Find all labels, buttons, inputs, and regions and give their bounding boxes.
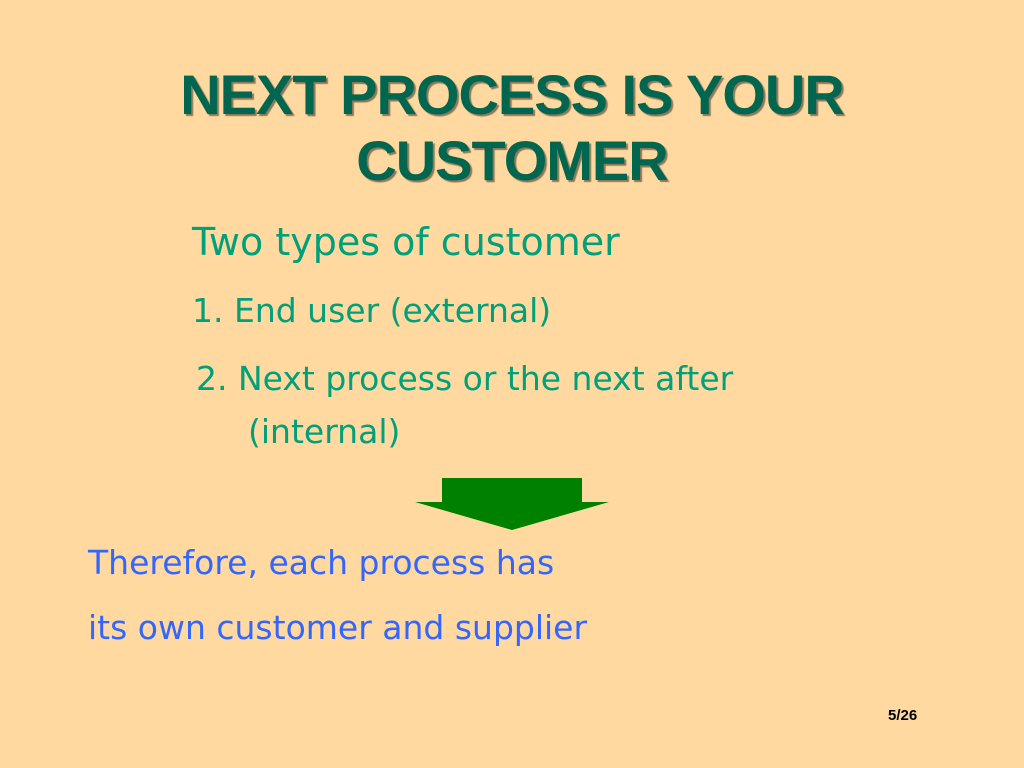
- list-item-next-process-continuation: (internal): [248, 412, 401, 451]
- list-item-next-process: 2. Next process or the next after: [196, 359, 734, 398]
- conclusion-line-2: its own customer and supplier: [88, 608, 588, 647]
- title-line-1: NEXT PROCESS IS YOUR: [180, 63, 845, 126]
- list-item-end-user: 1. End user (external): [192, 291, 552, 330]
- subtitle: Two types of customer: [192, 220, 620, 264]
- conclusion-line-1: Therefore, each process has: [88, 543, 555, 582]
- down-arrow-icon: [415, 478, 609, 530]
- page-number: 5/26: [888, 707, 918, 724]
- slide-title: NEXT PROCESS IS YOUR CUSTOMER: [0, 62, 1024, 194]
- title-line-2: CUSTOMER: [356, 129, 668, 192]
